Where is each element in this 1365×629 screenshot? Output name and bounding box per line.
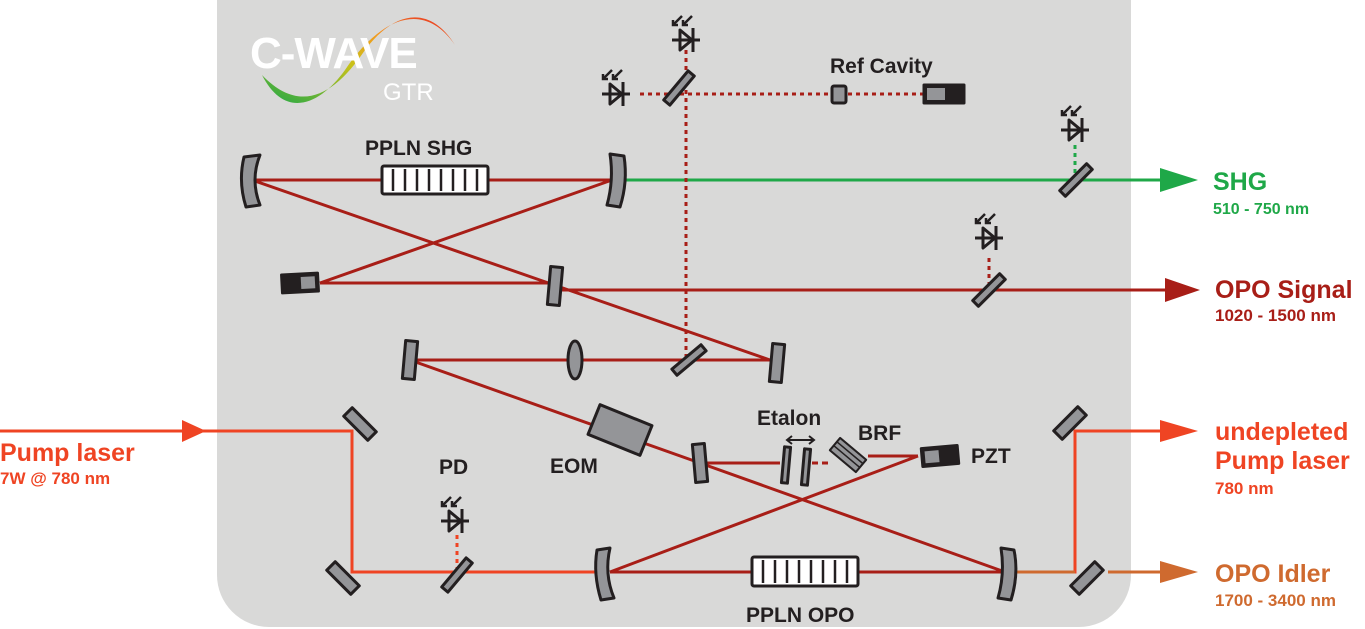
shg-output-name: SHG: [1213, 168, 1267, 196]
pump-mirror-3: [1052, 405, 1088, 441]
pump-input-name: Pump laser: [0, 439, 135, 467]
ref-cavity-label: Ref Cavity: [830, 55, 933, 78]
shg-mirror-right: [605, 152, 627, 209]
pd-beamsplitter: [440, 556, 474, 594]
device-housing: [217, 0, 1131, 627]
ref-beamsplitter: [662, 69, 696, 107]
ppln-opo-crystal: [750, 555, 860, 588]
signal-output-arrow-icon: [1165, 278, 1200, 302]
brf: [828, 436, 868, 474]
ppln-shg-crystal: [380, 164, 490, 196]
pump-output-detail: 780 nm: [1215, 479, 1274, 498]
opo-mirror-right: [996, 546, 1018, 602]
etalon-label: Etalon: [757, 407, 821, 430]
logo-model: GTR: [383, 79, 434, 106]
pzt-label: PZT: [971, 445, 1011, 468]
pump-output-arrow-icon: [1160, 420, 1198, 442]
shg-flat-mirror: [545, 265, 565, 307]
pump-mirror-2: [325, 560, 361, 596]
ppln-shg-label: PPLN SHG: [365, 137, 472, 160]
pump-input-arrow-icon: [182, 420, 206, 442]
fold-mirror-right: [767, 342, 787, 384]
ref-cavity-mirror-2: [922, 83, 966, 105]
signal-output-name: OPO Signal: [1215, 276, 1353, 304]
pzt: [919, 443, 961, 469]
opo-flat-mirror: [690, 442, 710, 484]
lock-beamsplitter: [670, 343, 708, 377]
eom-label: EOM: [550, 455, 598, 478]
shg-output-detail: 510 - 750 nm: [1213, 201, 1309, 218]
idler-mirror: [1069, 560, 1105, 596]
idler-output-arrow-icon: [1160, 561, 1198, 583]
opo-cavity-beam: [409, 358, 1006, 574]
pump-input-detail: 7W @ 780 nm: [0, 469, 110, 488]
logo-brand: C-WAVE: [250, 29, 417, 78]
ref-cavity-mirror-1: [830, 84, 848, 105]
shg-beamsplitter: [1058, 162, 1094, 198]
brf-label: BRF: [858, 422, 901, 445]
pump-output-name-1: undepleted: [1215, 418, 1348, 446]
shg-output-arrow-icon: [1160, 168, 1198, 192]
shg-pzt: [280, 271, 320, 295]
lens: [566, 339, 584, 381]
ppln-opo-label: PPLN OPO: [746, 604, 855, 627]
etalon-tilt-arrow-icon: [785, 435, 816, 445]
idler-output-detail: 1700 - 3400 nm: [1215, 591, 1336, 610]
pump-mirror-1: [342, 406, 378, 442]
eom: [586, 403, 654, 457]
pump-output-name-2: Pump laser: [1215, 447, 1350, 475]
etalon-plate-1: [779, 445, 793, 485]
opo-mirror-left: [594, 546, 616, 602]
fold-mirror-left: [400, 339, 420, 381]
shg-mirror-left: [239, 153, 262, 209]
pd-label: PD: [439, 456, 468, 479]
signal-beamsplitter: [971, 272, 1007, 308]
idler-output-name: OPO Idler: [1215, 560, 1331, 588]
logo-wave-icon: [262, 17, 455, 103]
etalon-plate-2: [799, 447, 813, 487]
signal-output-detail: 1020 - 1500 nm: [1215, 306, 1336, 325]
logo: C-WAVE GTR: [250, 17, 455, 106]
